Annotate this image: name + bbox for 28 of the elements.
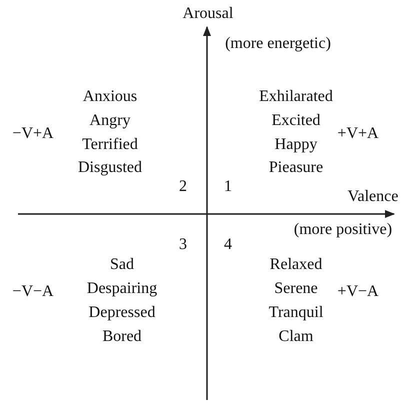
emotion-word: Pieasure xyxy=(268,159,324,177)
quadrant-code: +V+A xyxy=(337,125,379,143)
emotion-word: Bored xyxy=(102,328,142,346)
emotion-word: Serene xyxy=(274,280,318,298)
emotion-word: Anxious xyxy=(82,88,138,106)
axis-note: (more energetic) xyxy=(225,35,331,53)
emotion-word: Clam xyxy=(278,328,314,346)
quadrant-number: 1 xyxy=(224,178,232,196)
quadrant-number: 4 xyxy=(224,236,232,254)
quadrant-code: +V−A xyxy=(337,283,379,301)
quadrant-code: −V−A xyxy=(12,283,54,301)
axis-note: (more positive) xyxy=(294,221,392,239)
quadrant-number: 2 xyxy=(179,178,187,196)
emotion-word: Despairing xyxy=(86,280,158,298)
emotion-word: Sad xyxy=(110,256,134,274)
emotion-word: Disgusted xyxy=(78,159,142,177)
emotion-word: Relaxed xyxy=(270,256,322,274)
quadrant-code: −V+A xyxy=(12,125,54,143)
emotion-word: Depressed xyxy=(88,304,156,322)
emotion-word: Terrified xyxy=(82,136,138,154)
emotion-word: Tranquil xyxy=(268,304,324,322)
emotion-word: Angry xyxy=(90,112,130,130)
emotion-word: Happy xyxy=(274,136,318,154)
emotion-word: Exhilarated xyxy=(259,88,333,106)
axis-label: Arousal xyxy=(182,5,234,23)
axis-label: Valence xyxy=(348,188,398,206)
quadrant-number: 3 xyxy=(179,236,187,254)
emotion-word: Excited xyxy=(272,112,320,130)
